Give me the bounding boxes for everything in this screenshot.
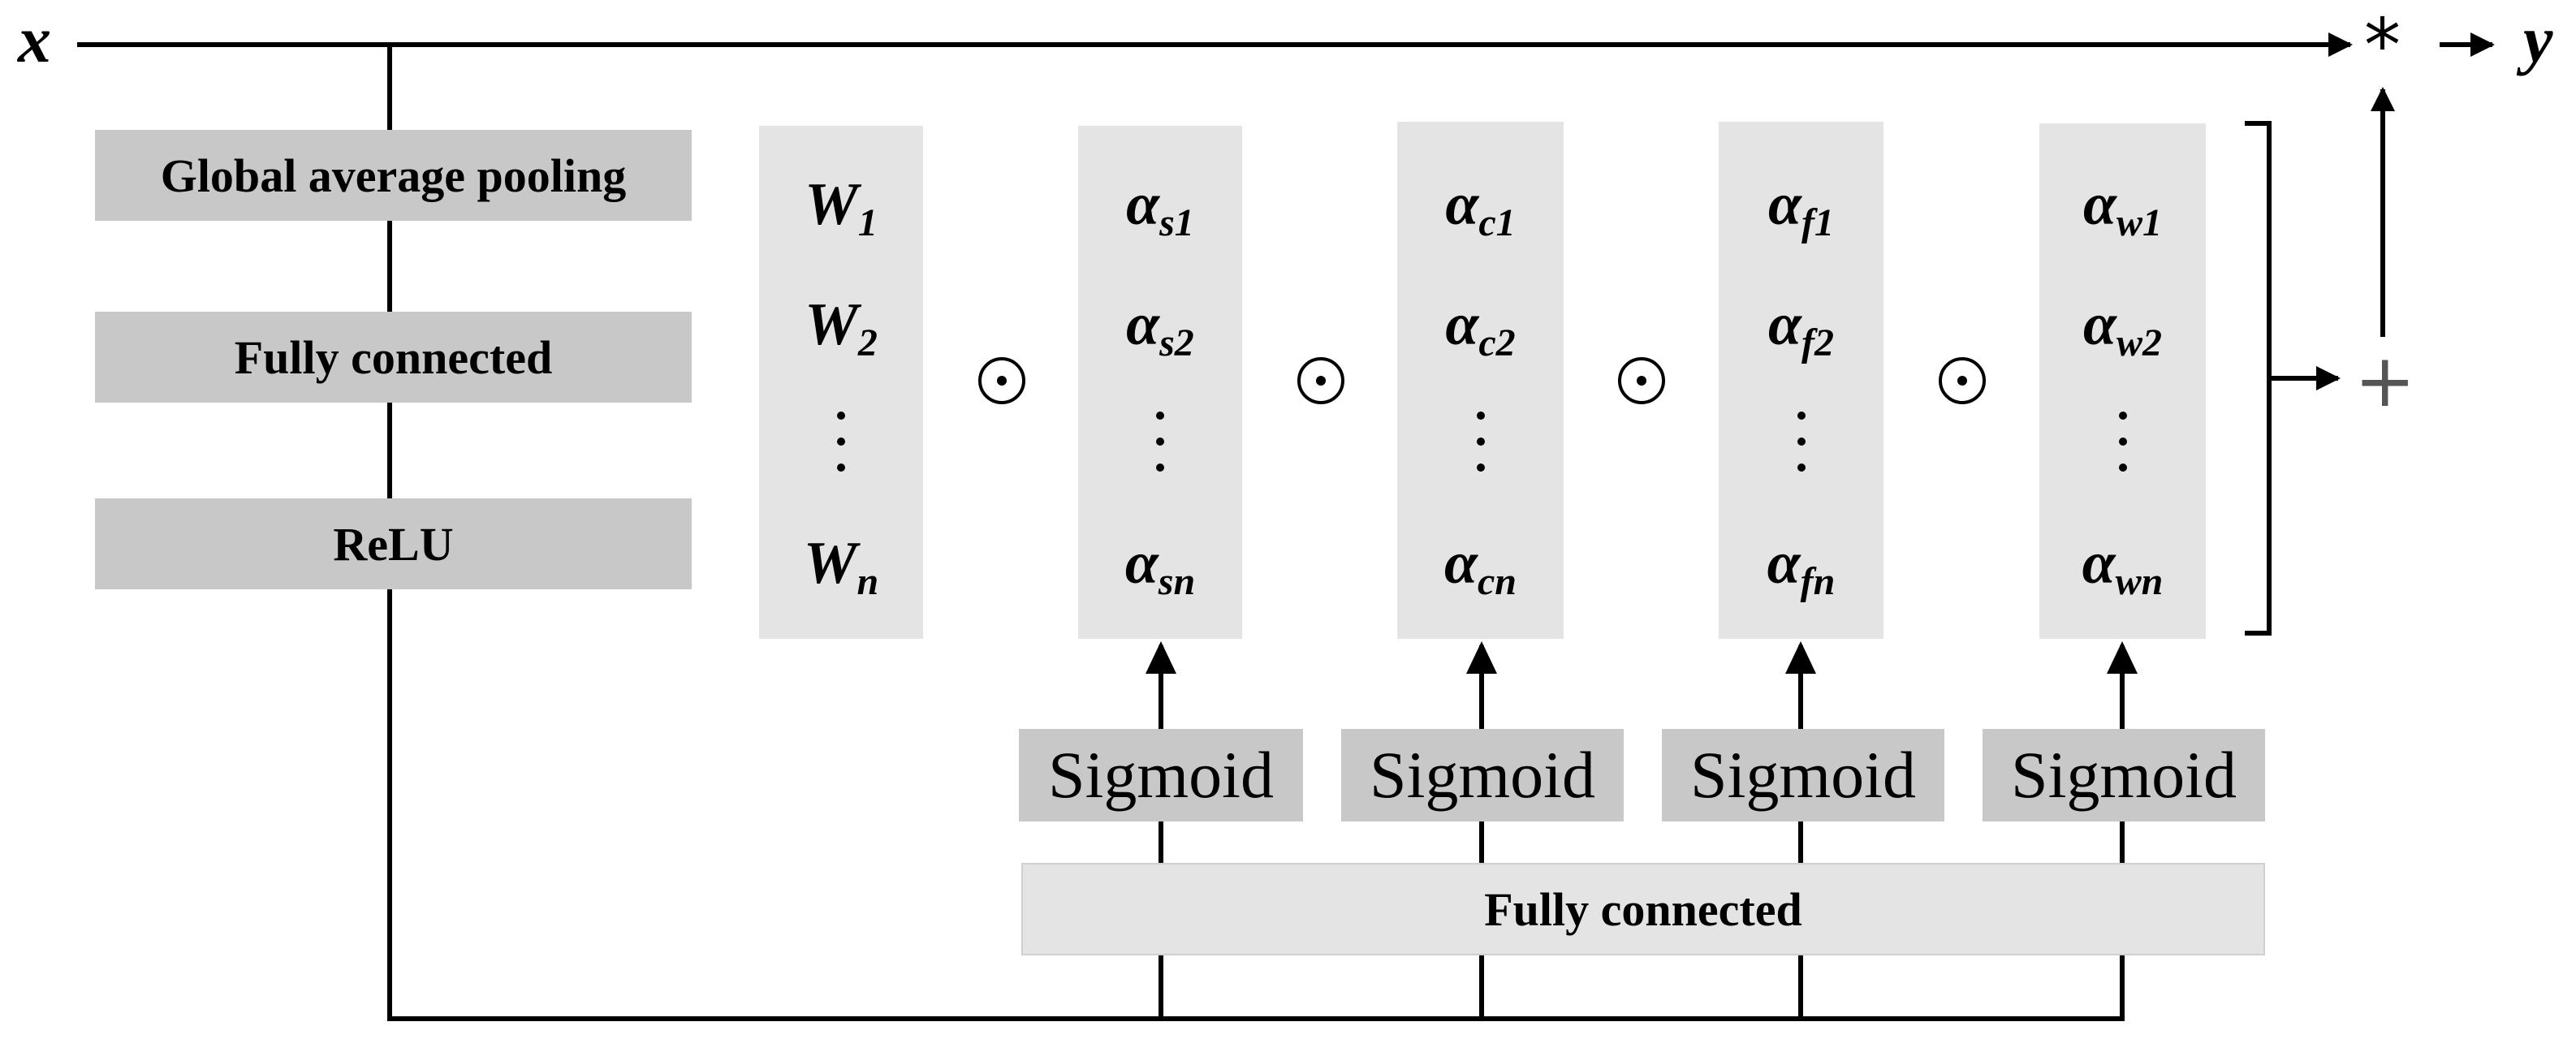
vector-alpha-c: αc1 αc2 αcn [1397,122,1564,639]
vector-alpha-c-ellipsis [1397,412,1564,472]
vector-alpha-w-ellipsis [2039,412,2206,472]
sigmoid-label: Sigmoid [1048,738,1274,812]
sigmoid-box-c: Sigmoid [1341,729,1624,821]
add-symbol: + [2354,338,2416,424]
vector-w-entry-n: Wn [803,530,879,603]
vector-alpha-s: αs1 αs2 αsn [1078,126,1242,639]
global-average-pooling-box: Global average pooling [95,130,692,221]
vector-alpha-w-entry-n: αwn [2082,530,2164,603]
vector-alpha-f: αf1 αf2 αfn [1719,122,1883,639]
vector-w-entry-1: W1 [805,171,878,244]
vector-alpha-w-entry-1: αw1 [2083,171,2162,244]
vector-alpha-s-entry-2: αs2 [1126,291,1194,364]
vector-alpha-c-entry-2: αc2 [1445,291,1516,364]
sigmoid-box-s: Sigmoid [1019,729,1303,821]
vector-alpha-s-ellipsis [1078,412,1242,472]
input-x-label: x [18,2,51,76]
hadamard-product-icon [1939,357,1986,404]
vector-w-ellipsis [759,412,923,472]
hadamard-product-icon [1297,357,1344,404]
vector-w: W1 W2 Wn [759,126,923,639]
hadamard-product-icon [978,357,1025,404]
vector-w-entry-2: W2 [805,291,878,364]
relu-label: ReLU [333,517,454,571]
vector-alpha-s-entry-1: αs1 [1126,171,1194,244]
bottom-fully-connected-label: Fully connected [1484,882,1802,936]
global-average-pooling-label: Global average pooling [160,149,627,202]
vector-alpha-f-entry-n: αfn [1767,530,1836,603]
vector-alpha-s-entry-n: αsn [1124,530,1196,603]
hadamard-product-icon [1618,357,1665,404]
vector-alpha-f-entry-2: αf2 [1768,291,1834,364]
vector-alpha-c-entry-n: αcn [1444,530,1517,603]
multiply-symbol: * [2364,3,2401,88]
fully-connected-box: Fully connected [95,312,692,403]
output-y-label: y [2523,2,2553,76]
sigmoid-label: Sigmoid [1690,738,1916,812]
sigmoid-label: Sigmoid [2011,738,2237,812]
sigmoid-label: Sigmoid [1370,738,1595,812]
fully-connected-label: Fully connected [234,330,553,384]
sum-bracket [2245,121,2272,636]
relu-box: ReLU [95,498,692,589]
sigmoid-box-f: Sigmoid [1662,729,1944,821]
bottom-fully-connected-box: Fully connected [1021,863,2265,955]
vector-alpha-f-ellipsis [1719,412,1883,472]
vector-alpha-f-entry-1: αf1 [1768,171,1834,244]
sigmoid-box-w: Sigmoid [1983,729,2265,821]
vector-alpha-w-entry-2: αw2 [2083,291,2162,364]
vector-alpha-w: αw1 αw2 αwn [2039,123,2206,639]
vector-alpha-c-entry-1: αc1 [1445,171,1516,244]
